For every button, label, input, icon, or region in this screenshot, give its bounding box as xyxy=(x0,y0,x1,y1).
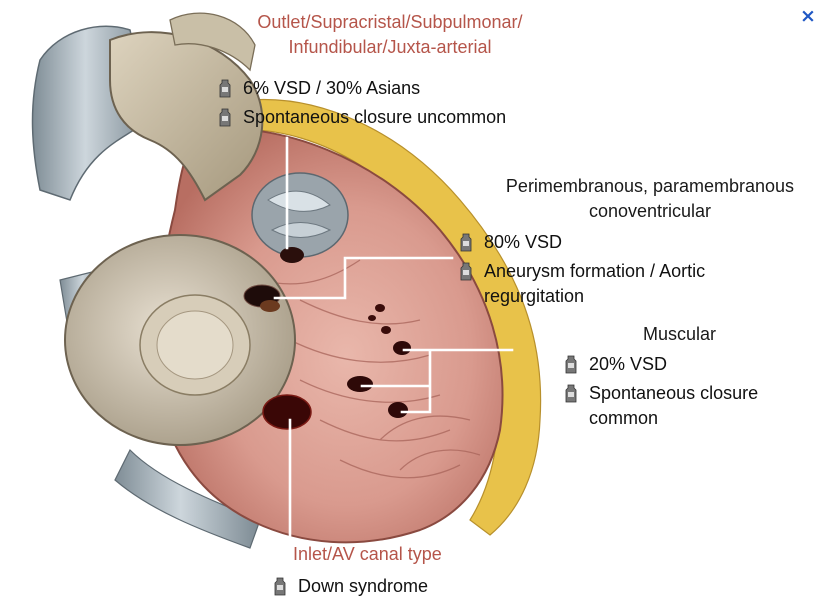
outlet-bullet-list: 6% VSD / 30% Asians Spontaneous closure … xyxy=(217,76,506,134)
bullet-icon xyxy=(565,355,577,374)
outlet-bullet-text: Spontaneous closure uncommon xyxy=(243,107,506,127)
muscular-bullet-list: 20% VSD Spontaneous closure common xyxy=(563,352,803,435)
muscular-vsd-hole-3 xyxy=(388,402,408,418)
muscular-title-line-1: Muscular xyxy=(643,322,716,347)
bullet-icon xyxy=(460,262,472,281)
list-item: 6% VSD / 30% Asians xyxy=(217,76,506,101)
outlet-title-line-1: Outlet/Supracristal/Subpulmonar/ xyxy=(200,10,580,35)
perimembranous-title-line-1: Perimembranous, paramembranous xyxy=(470,174,830,199)
muscular-bullet-text: Spontaneous closure common xyxy=(589,383,758,428)
list-item: Down syndrome xyxy=(272,574,428,599)
list-item: Aneurysm formation / Aortic regurgitatio… xyxy=(458,259,778,309)
inlet-bullet-text: Down syndrome xyxy=(298,576,428,596)
bullet-icon xyxy=(274,577,286,596)
bullet-icon xyxy=(219,79,231,98)
list-item: 20% VSD xyxy=(563,352,803,377)
muscular-bullet-text: 20% VSD xyxy=(589,354,667,374)
perimembranous-bullet-text: 80% VSD xyxy=(484,232,562,252)
bullet-icon xyxy=(460,233,472,252)
inlet-title: Inlet/AV canal type xyxy=(293,542,442,567)
pulmonary-valve-shape xyxy=(252,173,348,257)
close-button[interactable]: × xyxy=(798,6,818,26)
bullet-icon xyxy=(565,384,577,403)
muscular-title: Muscular xyxy=(643,322,716,347)
bullet-icon xyxy=(219,108,231,127)
list-item: Spontaneous closure uncommon xyxy=(217,105,506,130)
muscular-vsd-hole-1 xyxy=(393,341,411,355)
list-item: Spontaneous closure common xyxy=(563,381,803,431)
inlet-vsd-hole xyxy=(263,395,311,429)
perimembranous-bullet-list: 80% VSD Aneurysm formation / Aortic regu… xyxy=(458,230,778,313)
outlet-vsd-hole xyxy=(280,247,304,263)
outlet-title-line-2: Infundibular/Juxta-arterial xyxy=(200,35,580,60)
outlet-bullet-text: 6% VSD / 30% Asians xyxy=(243,78,420,98)
inlet-title-line-1: Inlet/AV canal type xyxy=(293,542,442,567)
outlet-title: Outlet/Supracristal/Subpulmonar/ Infundi… xyxy=(200,10,580,60)
perimembranous-title: Perimembranous, paramembranous conoventr… xyxy=(470,174,830,224)
inlet-bullet-list: Down syndrome xyxy=(272,574,428,601)
list-item: 80% VSD xyxy=(458,230,778,255)
perimembranous-bullet-text: Aneurysm formation / Aortic regurgitatio… xyxy=(484,261,705,306)
perimembranous-title-line-2: conoventricular xyxy=(470,199,830,224)
muscular-vsd-hole-2 xyxy=(347,376,373,392)
